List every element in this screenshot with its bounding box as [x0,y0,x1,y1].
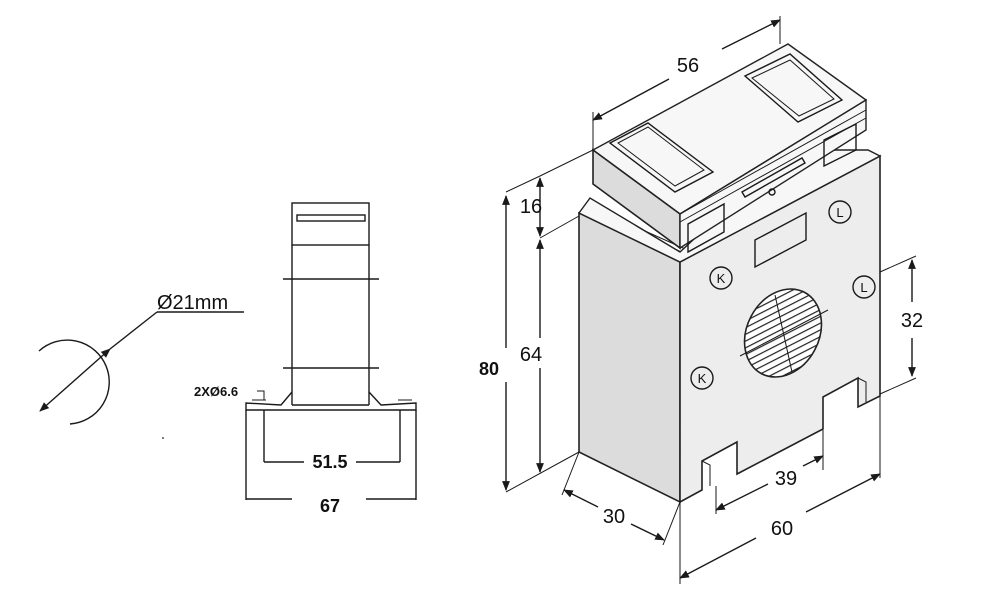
body-side-face [578,211,681,504]
clip-window-right [743,53,844,123]
aperture-circle-view: Ø21mm [38,292,244,439]
stray-dot [162,437,164,439]
clip-height-label: 16 [520,196,542,218]
clip-window-left [608,122,715,193]
body-height-label: 64 [520,344,542,366]
side-flange [245,391,417,411]
slot-width-label: 39 [775,468,797,490]
svg-text:K: K [698,371,707,386]
terminal-k-upper: K [709,266,733,290]
front-width-label: 60 [771,518,793,540]
side-view: 2XØ6.6 51.5 67 [194,202,417,516]
terminal-l-right: L [852,275,876,299]
terminal-k-left: K [690,366,714,390]
diameter-label: Ø21mm [157,292,228,314]
side-cap-slot [296,214,366,222]
isometric-dimensions: 56 16 64 80 32 30 39 [479,16,923,584]
isometric-view: K L K L [577,43,882,504]
total-height-label: 80 [479,359,499,379]
label-window [754,211,807,269]
base-inner-label: 51.5 [312,452,347,472]
base-outer-label: 67 [320,496,340,516]
aperture-circle [38,339,110,425]
depth-label: 30 [603,506,625,528]
diameter-dimension-line [39,348,111,412]
svg-text:L: L [860,280,867,295]
terminal-l-upper: L [828,200,852,224]
svg-text:L: L [836,205,843,220]
holes-label: 2XØ6.6 [194,384,238,399]
diameter-leader [109,311,158,350]
top-width-label: 56 [677,55,699,77]
window-height-label: 32 [901,310,923,332]
side-cap [291,202,370,246]
svg-text:K: K [717,271,726,286]
